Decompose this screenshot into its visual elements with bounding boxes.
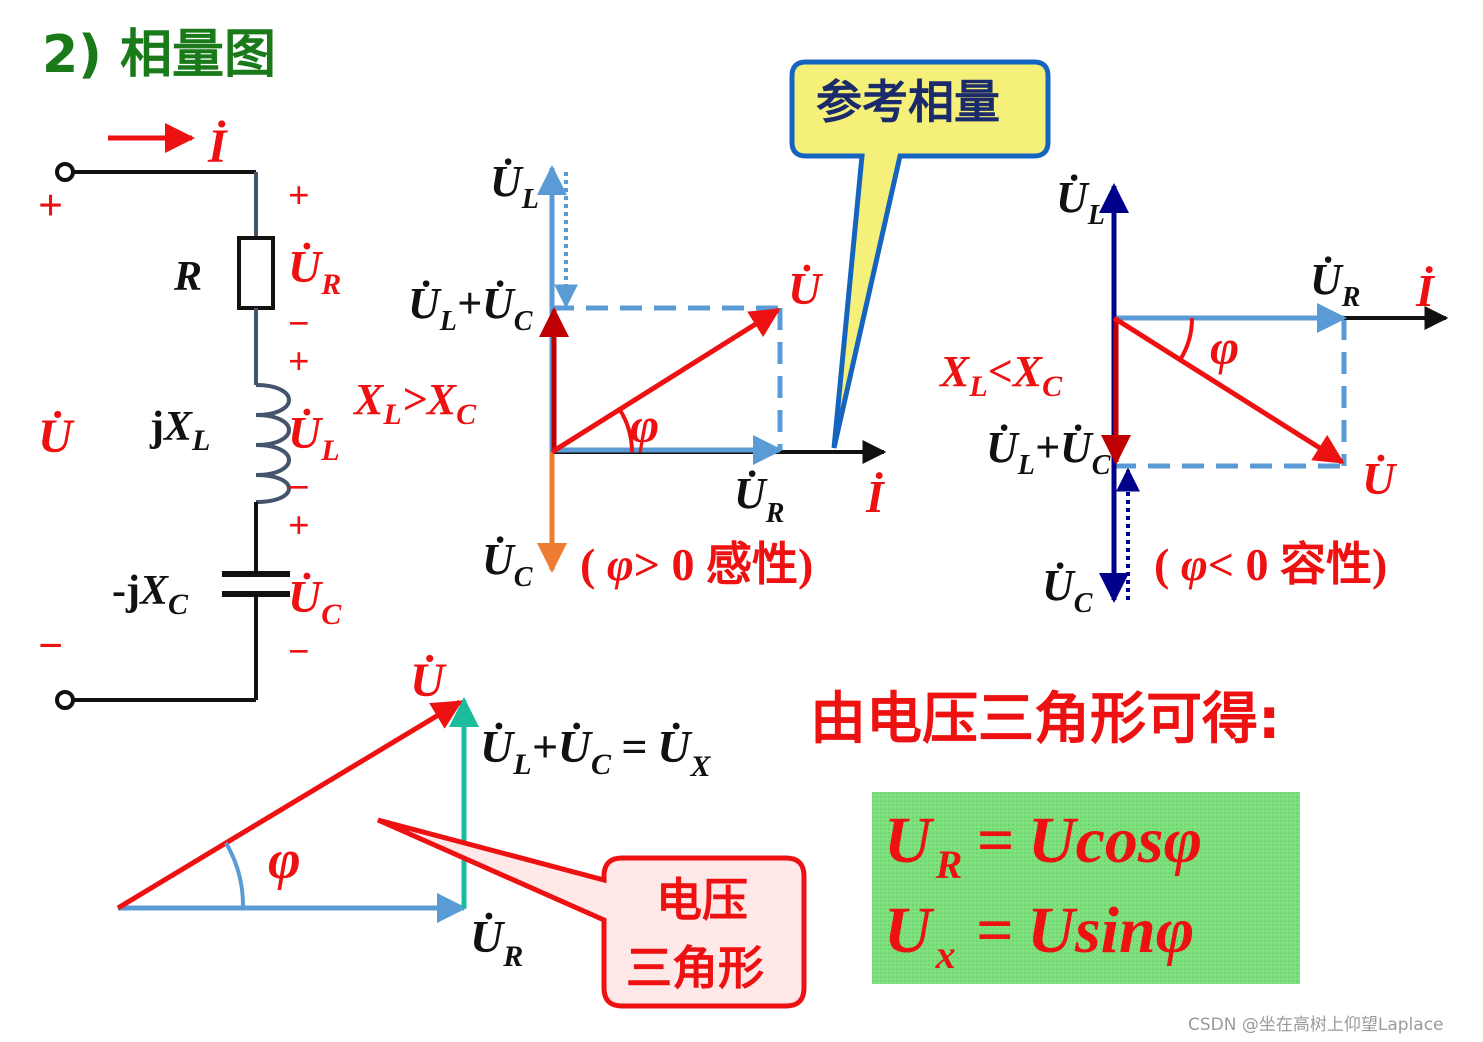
rlc-circuit [55, 123, 291, 710]
capacitor-label: -jXC [112, 568, 189, 621]
terminal-minus: − [38, 621, 63, 670]
inductor-label: jXL [149, 404, 210, 457]
reference-phasor-label: 参考相量 [816, 75, 1000, 129]
page-title: 2) 相量图 [42, 25, 276, 85]
ur-minus: − [288, 303, 310, 345]
inductive-u-label: U̇ [788, 263, 824, 314]
uc-plus: + [288, 505, 310, 547]
watermark: CSDN @坐在高树上仰望Laplace [1188, 1015, 1444, 1035]
inductive-sum-label: U̇L+U̇C [408, 279, 533, 337]
terminal-plus: + [38, 181, 63, 230]
triangle-u-hypotenuse [116, 699, 463, 911]
capacitive-phi-label: φ [1210, 319, 1239, 375]
terminal-top [55, 162, 75, 182]
capacitive-ur-label: U̇R [1310, 255, 1360, 313]
ul-plus: + [288, 341, 310, 383]
capacitive-note: ( φ< 0 容性) [1154, 539, 1387, 590]
current-label: İ [207, 119, 229, 173]
inductive-phi-label: φ [630, 397, 659, 453]
formula-box [872, 792, 1300, 984]
resistor [237, 236, 275, 310]
inductive-u-phasor [550, 307, 781, 455]
uc-minus: − [288, 631, 310, 673]
inductive-condition: XL>XC [352, 375, 477, 431]
inductor-coil [255, 383, 291, 504]
reference-phasor-callout [789, 59, 1051, 449]
capacitive-i-label: İ [1415, 265, 1436, 316]
triangle-ur-label: U̇R [470, 911, 523, 973]
voltage-triangle-callout-line1: 电压 [656, 873, 748, 927]
capacitive-phi-arc [1178, 317, 1195, 362]
capacitive-u-phasor [1112, 315, 1345, 465]
triangle-phi-arc [224, 841, 246, 909]
capacitive-uc-label: U̇C [1042, 561, 1093, 619]
triangle-phi-label: φ [268, 829, 301, 891]
inductive-uc-label: U̇C [482, 535, 533, 593]
circuit-ur-label: U̇R [288, 241, 341, 301]
triangle-equation: U̇L+U̇C=U̇X [480, 721, 711, 783]
conclusion-text: 由电压三角形可得: [810, 687, 1280, 752]
inductive-i-label: İ [865, 471, 886, 522]
inductive-phasor-diagram [537, 165, 887, 573]
ul-minus: − [288, 467, 310, 509]
capacitive-u-label: U̇ [1362, 453, 1398, 504]
capacitive-sum-label: U̇L+U̇C [986, 423, 1111, 481]
voltage-triangle-callout [376, 817, 807, 1009]
inductive-ul-label: U̇L [490, 157, 539, 215]
terminal-bottom [55, 690, 75, 710]
voltage-triangle-callout-line2: 三角形 [626, 941, 764, 995]
inductive-phi-arc [618, 408, 634, 453]
circuit-uc-label: U̇C [288, 571, 342, 631]
circuit-ul-label: U̇L [288, 407, 340, 467]
ur-plus: + [288, 175, 310, 217]
capacitive-phasor-diagram [1099, 183, 1449, 603]
circuit-u-label: U̇ [38, 410, 75, 463]
capacitive-ul-label: U̇L [1056, 173, 1105, 231]
triangle-u-label: U̇ [410, 654, 447, 707]
capacitive-condition: XL<XC [938, 347, 1063, 403]
resistor-label: R [173, 254, 202, 300]
inductive-ur-label: U̇R [734, 469, 784, 529]
inductive-note: ( φ> 0 感性) [580, 539, 813, 590]
voltage-triangle [116, 697, 479, 923]
